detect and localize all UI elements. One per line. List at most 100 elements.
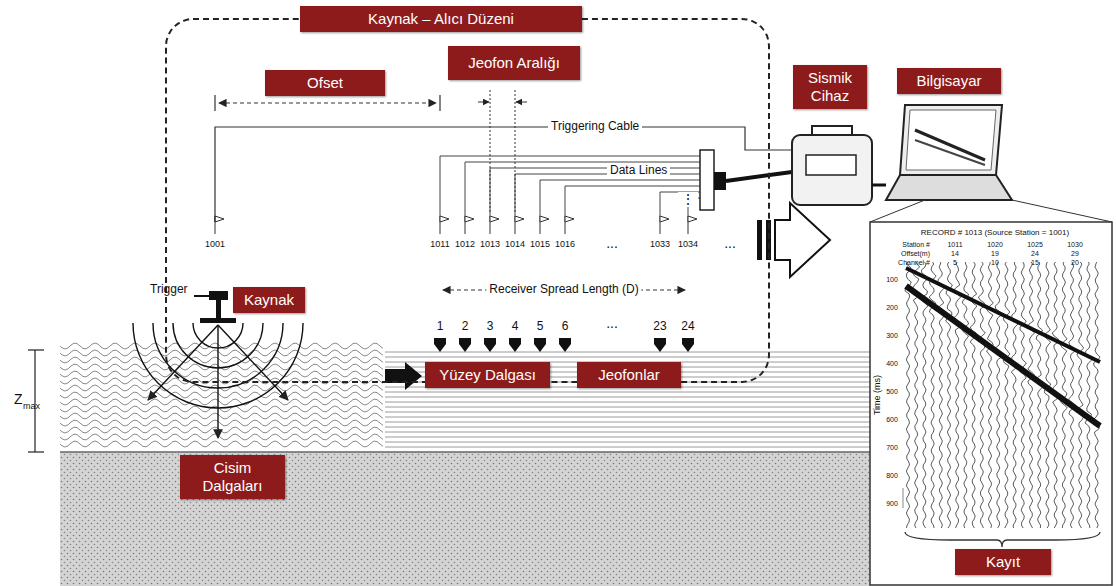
annotation-label: 5 xyxy=(953,259,957,267)
data-connector xyxy=(700,150,714,210)
annotation-label: 10 xyxy=(991,259,999,267)
label-text: Ofset xyxy=(275,74,375,92)
wavy-layer xyxy=(60,441,383,447)
wavy-layer xyxy=(60,420,383,426)
annotation-label: Offset(m) xyxy=(901,250,930,258)
layer-line xyxy=(385,427,870,428)
data-line xyxy=(540,180,700,216)
wavy-layer xyxy=(60,427,383,433)
annotation-label: 200 xyxy=(886,304,898,312)
station-flag xyxy=(660,216,669,222)
station-flag xyxy=(490,216,499,222)
annotation-label: 19 xyxy=(991,250,999,258)
annotation-label: ... xyxy=(606,236,618,251)
label-text: Kaynak xyxy=(243,291,295,309)
trace xyxy=(1011,262,1018,528)
annotation-label: Triggering Cable xyxy=(548,120,642,133)
trace xyxy=(937,262,944,528)
trace xyxy=(995,262,1001,528)
trace xyxy=(1077,262,1084,528)
wavy-layer xyxy=(60,350,383,356)
annotation-label: 5 xyxy=(537,320,544,333)
generated-strokes xyxy=(60,156,870,447)
laptop xyxy=(886,105,1012,200)
annotation-label: 14 xyxy=(951,250,959,258)
wavy-layer xyxy=(60,413,383,419)
data-line xyxy=(565,186,700,216)
annotation-label: ... xyxy=(724,236,736,251)
geophone xyxy=(534,338,546,352)
trace xyxy=(1093,262,1100,528)
label-box: Bilgisayar xyxy=(897,68,1001,94)
trace xyxy=(1003,262,1010,528)
deep-layer xyxy=(60,452,870,586)
annotation-label: 1013 xyxy=(480,240,500,250)
wavy-layer xyxy=(60,357,383,363)
label-box: Sismik Cihaz xyxy=(793,65,867,109)
trace xyxy=(905,262,911,528)
wavy-layer xyxy=(60,406,383,412)
label-text: Yüzey Dalgası xyxy=(435,366,540,384)
label-text: Kayıt xyxy=(965,553,1041,571)
data-line xyxy=(440,156,700,216)
label-box: Kayıt xyxy=(955,549,1051,575)
station-flag xyxy=(440,216,449,222)
geophone xyxy=(559,338,571,352)
station-flag xyxy=(215,216,224,222)
label-text: Bilgisayar xyxy=(907,72,991,90)
annotation-label: Data Lines xyxy=(607,164,670,177)
record-panel xyxy=(870,200,1112,585)
annotation-label: 24 xyxy=(1031,250,1039,258)
annotation-label: 500 xyxy=(886,388,898,396)
offset-dimension xyxy=(215,95,440,111)
layer-line xyxy=(385,442,870,443)
surface-wave-event xyxy=(906,286,1100,426)
data-line xyxy=(515,174,700,216)
annotation-label: 2 xyxy=(462,320,469,333)
label-box: Yüzey Dalgası xyxy=(425,362,550,388)
trace xyxy=(987,262,994,528)
annotation-label: Trigger xyxy=(150,283,188,296)
annotation-label: 1025 xyxy=(1027,241,1043,249)
annotation-label: 1001 xyxy=(205,240,225,250)
layer-boundary xyxy=(60,451,870,453)
heading-text: Kaynak – Alıcı Düzeni xyxy=(310,10,572,28)
annotation-label: 23 xyxy=(653,320,666,333)
annotation-label: 6 xyxy=(562,320,569,333)
layer-line xyxy=(385,397,870,398)
label-box: Ofset xyxy=(265,70,385,96)
annotation-label: 1 xyxy=(437,320,444,333)
trace xyxy=(913,262,920,528)
annotation-label: 400 xyxy=(886,360,898,368)
annotation-label: 3 xyxy=(487,320,494,333)
annotation-label: max xyxy=(23,402,40,412)
annotation-label: ... xyxy=(606,316,618,331)
trace xyxy=(1020,262,1026,528)
layer-line xyxy=(385,352,870,353)
annotation-label: 1033 xyxy=(650,240,670,250)
annotation-label: 1014 xyxy=(505,240,525,250)
hammer-source xyxy=(194,291,236,323)
wavy-layer xyxy=(60,371,383,377)
trace xyxy=(954,262,961,528)
zmax-dimension xyxy=(28,350,44,452)
annotation-label: 900 xyxy=(886,500,898,508)
annotation-label: Z xyxy=(14,392,23,407)
station-flag xyxy=(540,216,549,222)
geophone-spacing xyxy=(478,90,527,214)
annotation-label: Time (ms) xyxy=(873,375,883,415)
trace xyxy=(1028,262,1035,528)
layer-line xyxy=(385,407,870,408)
layer-line xyxy=(385,447,870,448)
annotation-label: 15 xyxy=(1031,259,1039,267)
region-heading: Kaynak – Alıcı Düzeni xyxy=(300,6,582,32)
wavy-layer xyxy=(60,392,383,398)
seismograph xyxy=(792,126,886,205)
annotation-label: 1020 xyxy=(987,241,1003,249)
layer-line xyxy=(385,417,870,418)
annotation-label: ⋮ xyxy=(678,192,698,207)
geophone xyxy=(459,338,471,352)
annotation-label: 700 xyxy=(886,444,898,452)
annotation-label: 20 xyxy=(1071,259,1079,267)
